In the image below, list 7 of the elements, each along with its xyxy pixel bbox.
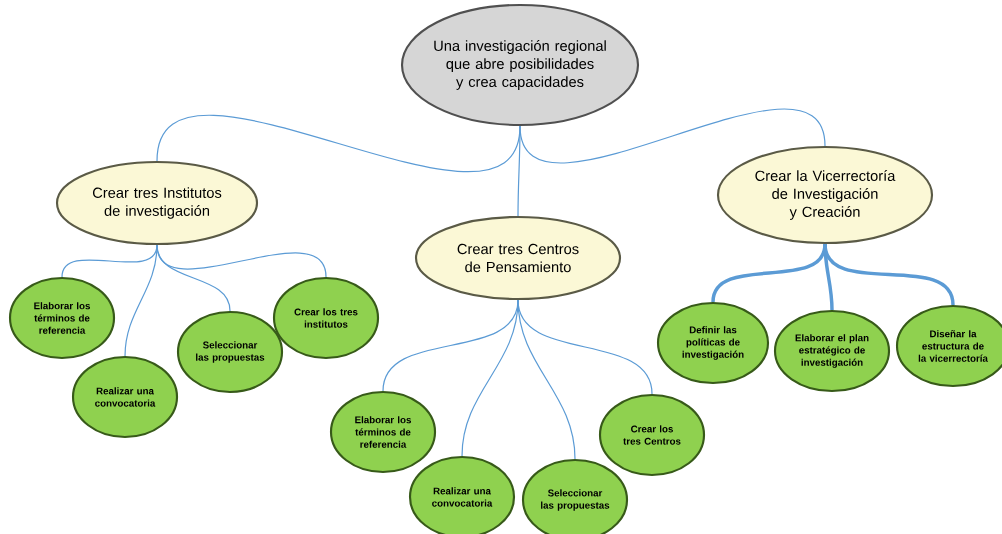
connector-line — [156, 244, 327, 278]
connector-line — [124, 244, 158, 357]
connector-line — [823, 243, 955, 306]
connector-line — [519, 108, 826, 164]
connector-line — [156, 114, 521, 173]
connector-line — [823, 244, 834, 310]
connector-line — [517, 299, 653, 395]
